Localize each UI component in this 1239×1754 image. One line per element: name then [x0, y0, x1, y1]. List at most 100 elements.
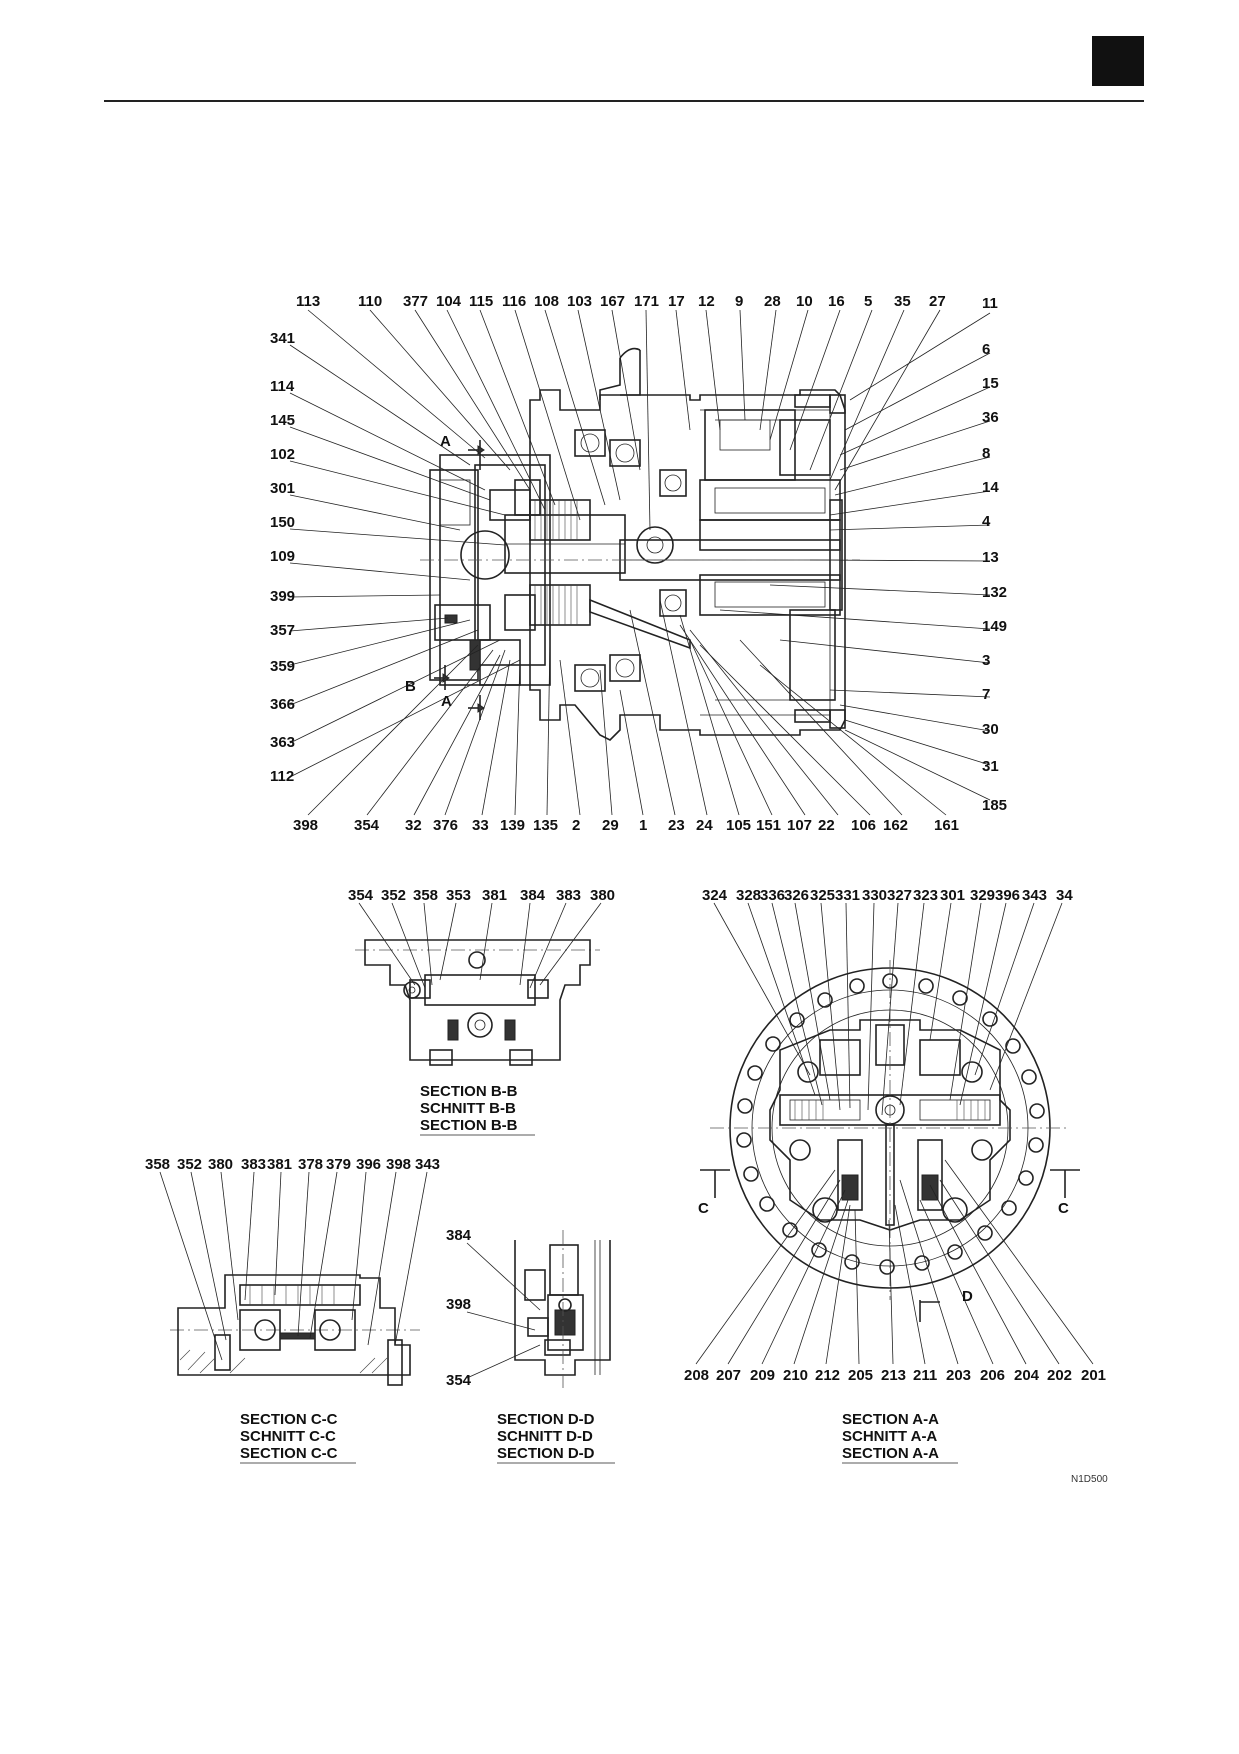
callout-label: 352 [177, 1156, 202, 1173]
callout-label: 162 [883, 817, 908, 834]
callout-label: 354 [446, 1372, 472, 1389]
caption-line: SCHNITT D-D [497, 1428, 593, 1445]
callout-label: 203 [946, 1367, 971, 1384]
callout-label: 139 [500, 817, 525, 834]
callout-label: 185 [982, 797, 1007, 814]
callout-label: 149 [982, 618, 1007, 635]
callout-label: 6 [982, 341, 990, 358]
callout-label: 353 [446, 887, 471, 904]
callout-label: 108 [534, 293, 559, 310]
bolt-holes [736, 973, 1045, 1275]
callout-label: 377 [403, 293, 428, 310]
callout-label: 201 [1081, 1367, 1106, 1384]
callout-label: 104 [436, 293, 462, 310]
callout-label: 352 [381, 887, 406, 904]
section-cc-caption: SECTION C-C SCHNITT C-C SECTION C-C [240, 1411, 356, 1464]
callout-label: 11 [982, 295, 998, 312]
section-dd-labels: 384 398 354 [446, 1227, 472, 1389]
callout-label: 5 [864, 293, 872, 310]
callout-label: 213 [881, 1367, 906, 1384]
section-aa-leaders [695, 902, 1094, 1365]
callout-label: 107 [787, 817, 812, 834]
callout-label: 113 [296, 293, 320, 310]
callout-label: 209 [750, 1367, 775, 1384]
callout-label: 150 [270, 514, 295, 531]
callout-label: 29 [602, 817, 619, 834]
section-cc-drawing [170, 1274, 420, 1386]
callout-label: 381 [267, 1156, 292, 1173]
section-dd-drawing [514, 1230, 611, 1390]
callout-label: 366 [270, 696, 295, 713]
caption-line: SCHNITT B-B [420, 1100, 516, 1117]
header-rule [104, 100, 1144, 102]
main-left-labels: 341 114 145 102 301 150 109 399 357 359 … [270, 330, 295, 785]
callout-label: 343 [415, 1156, 440, 1173]
callout-label: 30 [982, 721, 999, 738]
callout-label: 343 [1022, 887, 1047, 904]
callout-label: 381 [482, 887, 507, 904]
section-marker-a: A [440, 433, 451, 450]
callout-label: 32 [405, 817, 422, 834]
callout-label: 33 [472, 817, 489, 834]
callout-label: 341 [270, 330, 295, 347]
callout-label: 354 [354, 817, 380, 834]
callout-label: 161 [934, 817, 959, 834]
callout-label: 9 [735, 293, 743, 310]
callout-label: 211 [913, 1367, 937, 1384]
callout-label: 328 [736, 887, 761, 904]
callout-label: 376 [433, 817, 458, 834]
main-bottom-labels: 398 354 32 376 33 139 135 2 29 1 23 24 1… [293, 817, 959, 834]
callout-label: 105 [726, 817, 751, 834]
callout-label: 145 [270, 412, 295, 429]
callout-label: 28 [764, 293, 781, 310]
section-bb-leaders [358, 902, 602, 989]
callout-label: 363 [270, 734, 295, 751]
callout-label: 135 [533, 817, 558, 834]
caption-line: SECTION D-D [497, 1411, 595, 1428]
callout-label: 15 [982, 375, 999, 392]
section-bb-labels: 354 352 358 353 381 384 383 380 [348, 887, 615, 904]
callout-label: 106 [851, 817, 876, 834]
callout-label: 2 [572, 817, 580, 834]
callout-label: 380 [590, 887, 615, 904]
callout-label: 396 [995, 887, 1020, 904]
section-marker-c: C [1058, 1200, 1069, 1217]
callout-label: 327 [887, 887, 912, 904]
callout-label: 102 [270, 446, 295, 463]
callout-label: 109 [270, 548, 295, 565]
callout-label: 23 [668, 817, 685, 834]
callout-label: 358 [413, 887, 438, 904]
bearings [574, 429, 687, 692]
callout-label: 10 [796, 293, 813, 310]
section-cc-leaders [159, 1171, 428, 1361]
callout-label: 3 [982, 652, 990, 669]
callout-label: 359 [270, 658, 295, 675]
callout-label: 326 [784, 887, 809, 904]
section-aa-bottom-labels: 208 207 209 210 212 205 213 211 203 206 … [684, 1367, 1106, 1384]
callout-label: 12 [698, 293, 715, 310]
caption-line: SECTION D-D [497, 1445, 595, 1462]
callout-label: 112 [270, 768, 294, 785]
callout-label: 171 [634, 293, 659, 310]
caption-line: SECTION B-B [420, 1083, 518, 1100]
section-marker-a: A [441, 693, 452, 710]
callout-label: 323 [913, 887, 938, 904]
caption-line: SCHNITT A-A [842, 1428, 937, 1445]
callout-label: 301 [940, 887, 965, 904]
callout-label: 358 [145, 1156, 170, 1173]
callout-label: 34 [1056, 887, 1073, 904]
callout-label: 8 [982, 445, 990, 462]
callout-label: 380 [208, 1156, 233, 1173]
callout-label: 204 [1014, 1367, 1040, 1384]
callout-label: 383 [556, 887, 581, 904]
caption-line: SECTION C-C [240, 1411, 338, 1428]
section-bb-drawing [355, 939, 600, 1066]
callout-label: 384 [520, 887, 546, 904]
callout-label: 330 [862, 887, 887, 904]
caption-line: SECTION B-B [420, 1117, 518, 1134]
callout-label: 399 [270, 588, 295, 605]
caption-line: SECTION C-C [240, 1445, 338, 1462]
callout-label: 301 [270, 480, 295, 497]
callout-label: 384 [446, 1227, 472, 1244]
